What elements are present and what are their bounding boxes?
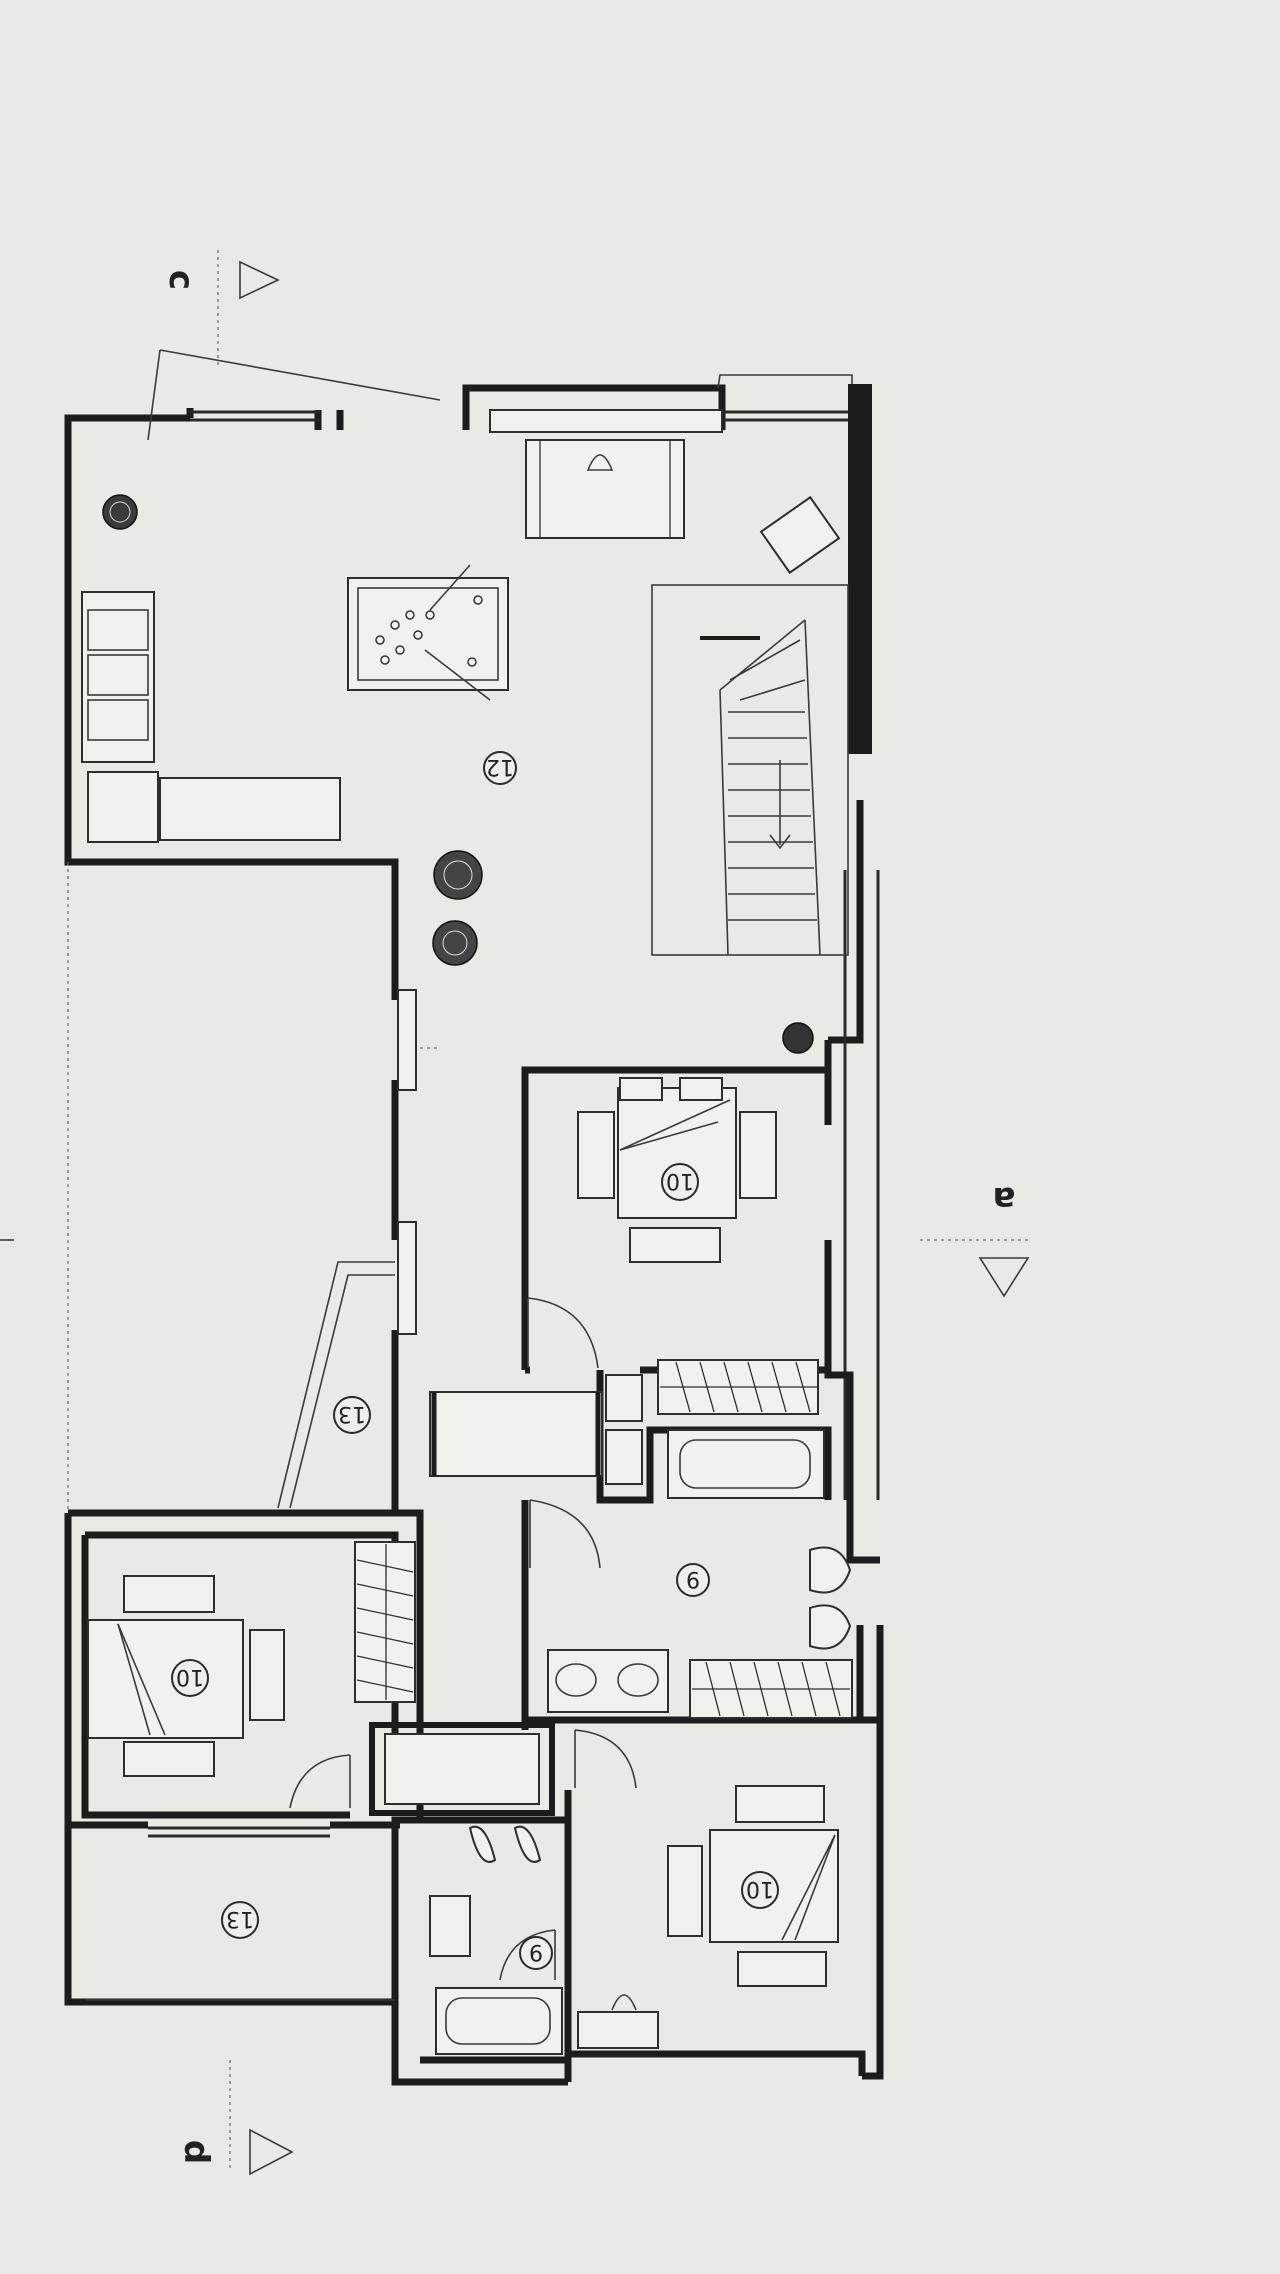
bedroom-bottom-furniture (577, 1785, 839, 2049)
room-label-bath-main: 9 (676, 1563, 710, 1597)
svg-text:10: 10 (666, 1168, 694, 1193)
desk-chair (586, 454, 614, 471)
washbasin-small (429, 1895, 471, 1957)
sofa-left (81, 591, 155, 763)
exterior-walls (64, 384, 884, 2086)
plant-pot-4 (782, 1022, 814, 1054)
bath-small-fixtures (429, 1825, 563, 2055)
bidet-small (513, 1825, 542, 1863)
section-marker-a: a (920, 1179, 1030, 1298)
bedroom-left-wardrobe (354, 1541, 416, 1703)
toilet-main (809, 1546, 852, 1594)
bath-main-wall (596, 1370, 832, 1504)
bath-small-wall (420, 1816, 568, 2064)
svg-text:9: 9 (686, 1566, 700, 1591)
corridor-storage (369, 1722, 555, 1816)
door-swings (289, 1297, 637, 1981)
bay-sill (489, 409, 723, 433)
bedroom-right-wall (521, 1066, 828, 1370)
bath-main-fixtures (547, 1374, 852, 1713)
room-label-bedroom-left: 10 (171, 1659, 209, 1697)
door-swing-bedroom-bottom (574, 1729, 637, 1789)
svg-text:12: 12 (486, 754, 514, 779)
plant-pot-3 (432, 920, 478, 966)
right-wall-stair (828, 800, 864, 1044)
door-swing-bath-main (529, 1499, 601, 1569)
side-table (87, 771, 159, 843)
section-markers: c a d (0, 250, 1030, 2176)
stair-well (651, 584, 849, 956)
staircase (651, 495, 849, 956)
armchair (759, 495, 841, 575)
door-swing-bedroom-left (289, 1754, 351, 1809)
room-label-terrace-low: 13 (221, 1901, 259, 1939)
svg-text:c: c (161, 270, 201, 290)
toilet-small (468, 1825, 497, 1863)
living-furniture (81, 439, 814, 1054)
room-label-bedroom-right: 10 (661, 1163, 699, 1201)
left-wing-wall (68, 1509, 568, 2086)
door-swing-bedroom-right (527, 1297, 599, 1369)
svg-text:10: 10 (176, 1664, 204, 1689)
bottom-wall (564, 2050, 866, 2082)
svg-text:9: 9 (529, 1939, 543, 1964)
room-label-bath-small: 9 (519, 1936, 553, 1970)
corridor-window-2 (397, 1221, 417, 1335)
room-label-terrace-mid: 13 (333, 1396, 371, 1434)
terraces (67, 349, 853, 2001)
right-wall-upper (848, 384, 872, 754)
sofa-bottom (159, 777, 341, 841)
section-marker-d: d (176, 2060, 294, 2176)
section-marker-c: c (161, 250, 280, 368)
door-swing-bath-small (499, 1929, 556, 1981)
svg-text:13: 13 (226, 1906, 254, 1931)
svg-text:a: a (993, 1179, 1016, 1219)
bathtub-main (667, 1429, 825, 1499)
room-labels: 12 10 10 10 9 9 13 13 (171, 751, 779, 1970)
bedroom-left-outline (81, 1535, 350, 1819)
plant-pot-1 (102, 494, 138, 530)
svg-text:d: d (176, 2140, 216, 2164)
interior-walls (81, 895, 880, 2064)
bed-left (87, 1619, 244, 1739)
vanity-chair (577, 2011, 659, 2049)
plant-pot-2 (433, 850, 483, 900)
svg-text:13: 13 (338, 1401, 366, 1426)
desk (525, 439, 685, 539)
svg-text:10: 10 (746, 1876, 774, 1901)
bidet-main (809, 1604, 852, 1650)
double-sink (547, 1649, 669, 1713)
corridor-cabinet (429, 1391, 603, 1477)
bedroom-left-furniture (87, 1575, 285, 1777)
corridor-window-1 (397, 989, 417, 1091)
left-outer-wall (64, 1513, 395, 2006)
right-wall-bottom (862, 1625, 884, 2080)
right-wall-lower (824, 1040, 880, 1564)
room-label-bedroom-bottom: 10 (741, 1871, 779, 1909)
terrace-mid-outline (277, 1261, 395, 1509)
billiard-table (347, 577, 509, 691)
room-label-living: 12 (483, 751, 517, 785)
